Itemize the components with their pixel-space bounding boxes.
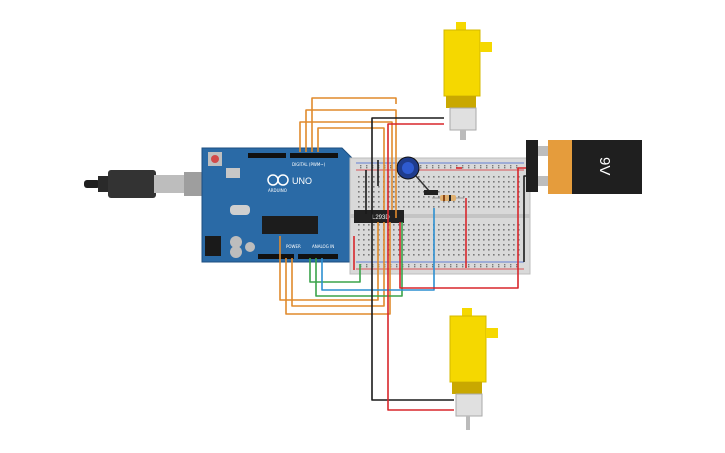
dc-motor-bottom[interactable] <box>449 308 498 430</box>
power-jack <box>205 236 221 256</box>
wire-green[interactable] <box>315 222 403 297</box>
wire-orange[interactable] <box>317 127 385 210</box>
wire-orange[interactable] <box>279 222 379 301</box>
board-logo-text: ARDUINO <box>268 188 287 193</box>
wire-red[interactable] <box>399 167 530 289</box>
wire-green[interactable] <box>309 258 361 283</box>
wire-orange[interactable] <box>285 222 391 315</box>
wire-blue[interactable] <box>321 208 435 291</box>
breadboard-holes <box>358 165 520 268</box>
wire-orange[interactable] <box>299 121 393 210</box>
microcontroller-chip <box>262 216 318 234</box>
dc-motor-top[interactable] <box>443 22 492 140</box>
digital-header-label: DIGITAL (PWM~) <box>292 162 326 167</box>
board-model-label: UNO <box>292 176 312 186</box>
battery-9v[interactable]: 9V <box>526 140 642 194</box>
power-header-label: POWER <box>286 244 301 249</box>
analog-header-label: ANALOG IN <box>312 244 334 249</box>
arduino-uno-board[interactable]: DIGITAL (PWM~) UNO ARDUINO POWER ANALOG … <box>201 147 353 263</box>
wire-orange[interactable] <box>291 222 385 307</box>
resistor[interactable] <box>432 195 464 201</box>
arduino-logo: UNO ARDUINO <box>267 174 312 193</box>
wire-orange[interactable] <box>311 97 397 152</box>
wire-red[interactable] <box>387 123 454 411</box>
diode[interactable] <box>424 190 438 195</box>
usb-cable <box>84 170 218 198</box>
capacitor[interactable] <box>396 156 431 193</box>
driver-chip-label: L293D <box>372 215 390 221</box>
battery-label: 9V <box>596 157 613 175</box>
wire-black[interactable] <box>371 117 454 401</box>
wire-orange[interactable] <box>305 109 397 218</box>
